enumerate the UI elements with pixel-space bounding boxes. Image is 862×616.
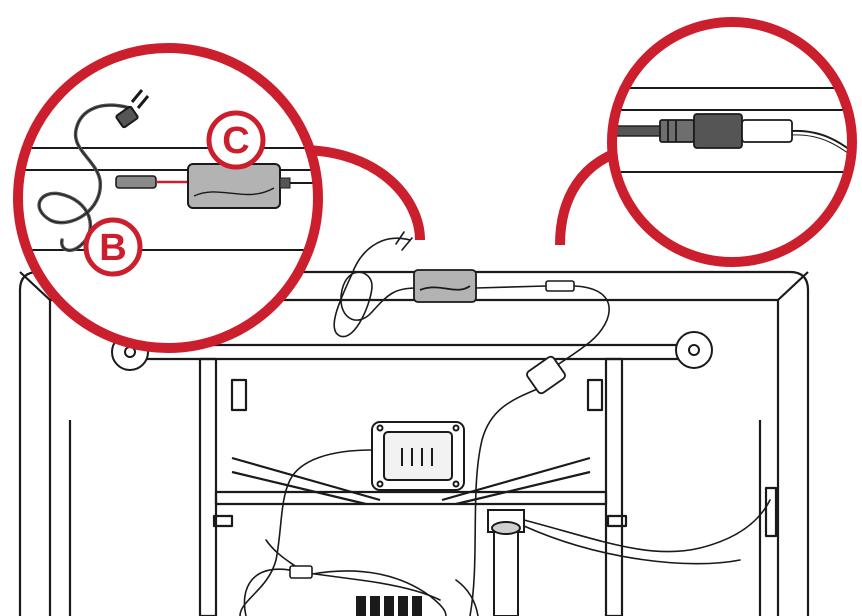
cable-coupler: [659, 113, 793, 149]
barrel-connector: [115, 175, 157, 189]
power-adapter: [413, 269, 477, 303]
leveling-knob-right: [675, 331, 713, 369]
callout-detail-right: [607, 17, 857, 267]
motor-connectors: [356, 596, 422, 616]
label-c-badge: C: [206, 110, 266, 170]
cable-ferrite: [289, 565, 313, 579]
center-leg: [487, 509, 525, 616]
control-box: [371, 421, 465, 491]
callout-arc-left: [299, 145, 425, 241]
dc-connector: [545, 280, 575, 292]
plug-icon: [115, 89, 150, 129]
label-c: C: [222, 120, 249, 162]
label-b: B: [99, 227, 126, 269]
adapter-brick: [187, 163, 281, 209]
label-b-badge: B: [83, 217, 143, 277]
callout-detail-left: C B: [13, 43, 323, 353]
inline-switch: [526, 355, 566, 395]
